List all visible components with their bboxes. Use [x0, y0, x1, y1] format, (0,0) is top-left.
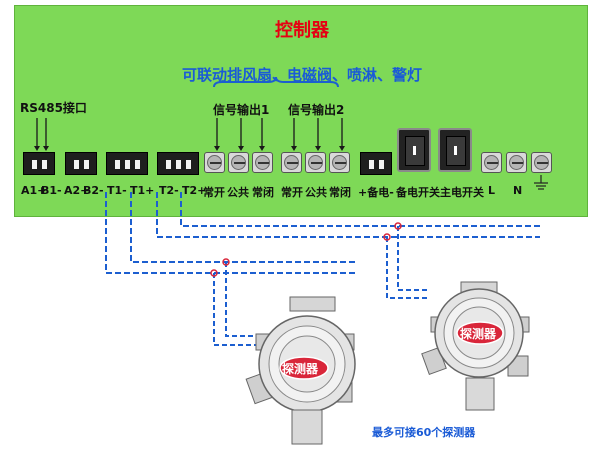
wire-junctions	[210, 222, 402, 277]
screw-terminal-com2	[305, 152, 326, 173]
screw-terminal-nc2	[329, 152, 350, 173]
terminal-backup-power	[360, 152, 392, 175]
label-com1: 公共	[227, 186, 249, 199]
label-b2m: B2-	[83, 184, 104, 197]
backup-power-switch[interactable]	[397, 128, 431, 172]
label-t2p: T2+	[182, 184, 207, 197]
controller-title: 控制器	[275, 20, 329, 41]
label-n: N	[513, 184, 523, 197]
terminal-t2	[157, 152, 199, 175]
screw-terminal-nc1	[252, 152, 273, 173]
label-t2m: T2-	[159, 184, 179, 197]
bus-wires	[105, 192, 540, 274]
detector-left	[245, 296, 356, 445]
terminal-rs485-1	[23, 152, 55, 175]
label-l: L	[488, 184, 496, 197]
rs485-label: RS485接口	[20, 101, 87, 115]
controller-board: 控制器 可联动排风扇、电磁阀、喷淋、警灯 RS485接口 信号输出1 信号输出2	[14, 5, 588, 217]
label-main-switch: 主电开关	[440, 186, 484, 199]
label-a2p: A2+	[64, 184, 90, 197]
linkage-subtitle: 可联动排风扇、电磁阀、喷淋、警灯	[181, 66, 422, 84]
screw-terminal-no2	[281, 152, 302, 173]
screw-terminal-no1	[204, 152, 225, 173]
terminal-t1	[106, 152, 148, 175]
signal-output-2-label: 信号输出2	[288, 103, 345, 117]
label-no1: 常开	[203, 186, 225, 199]
main-power-switch[interactable]	[438, 128, 472, 172]
arrowheads-signal	[214, 146, 345, 151]
screw-terminal-ground	[531, 152, 552, 173]
signal-output-1-label: 信号输出1	[213, 103, 270, 117]
label-backup-switch: 备电开关	[396, 186, 440, 199]
arrows-signal-outputs	[216, 118, 343, 148]
detector-capacity-note: 最多可接60个探测器	[372, 426, 476, 439]
ground-icon	[534, 175, 548, 190]
label-b1m: B1-	[41, 184, 62, 197]
label-a1p: A1+	[21, 184, 47, 197]
screw-terminal-com1	[228, 152, 249, 173]
detector-left-label: 探测器	[282, 362, 319, 376]
label-com2: 公共	[305, 186, 327, 199]
label-t1p: T1+	[130, 184, 155, 197]
drop-wires	[213, 226, 430, 346]
label-t1m: T1-	[107, 184, 127, 197]
screw-terminal-l	[481, 152, 502, 173]
detector-right-label: 探测器	[460, 327, 497, 341]
screw-terminal-n	[506, 152, 527, 173]
label-backup: +备电-	[358, 186, 394, 199]
detector-right	[421, 281, 530, 411]
label-nc2: 常闭	[329, 186, 351, 199]
label-nc1: 常闭	[252, 186, 274, 199]
terminal-rs485-2	[65, 152, 97, 175]
arrowheads-rs485	[34, 146, 49, 151]
label-no2: 常开	[281, 186, 303, 199]
linkage-bracket	[213, 76, 339, 88]
